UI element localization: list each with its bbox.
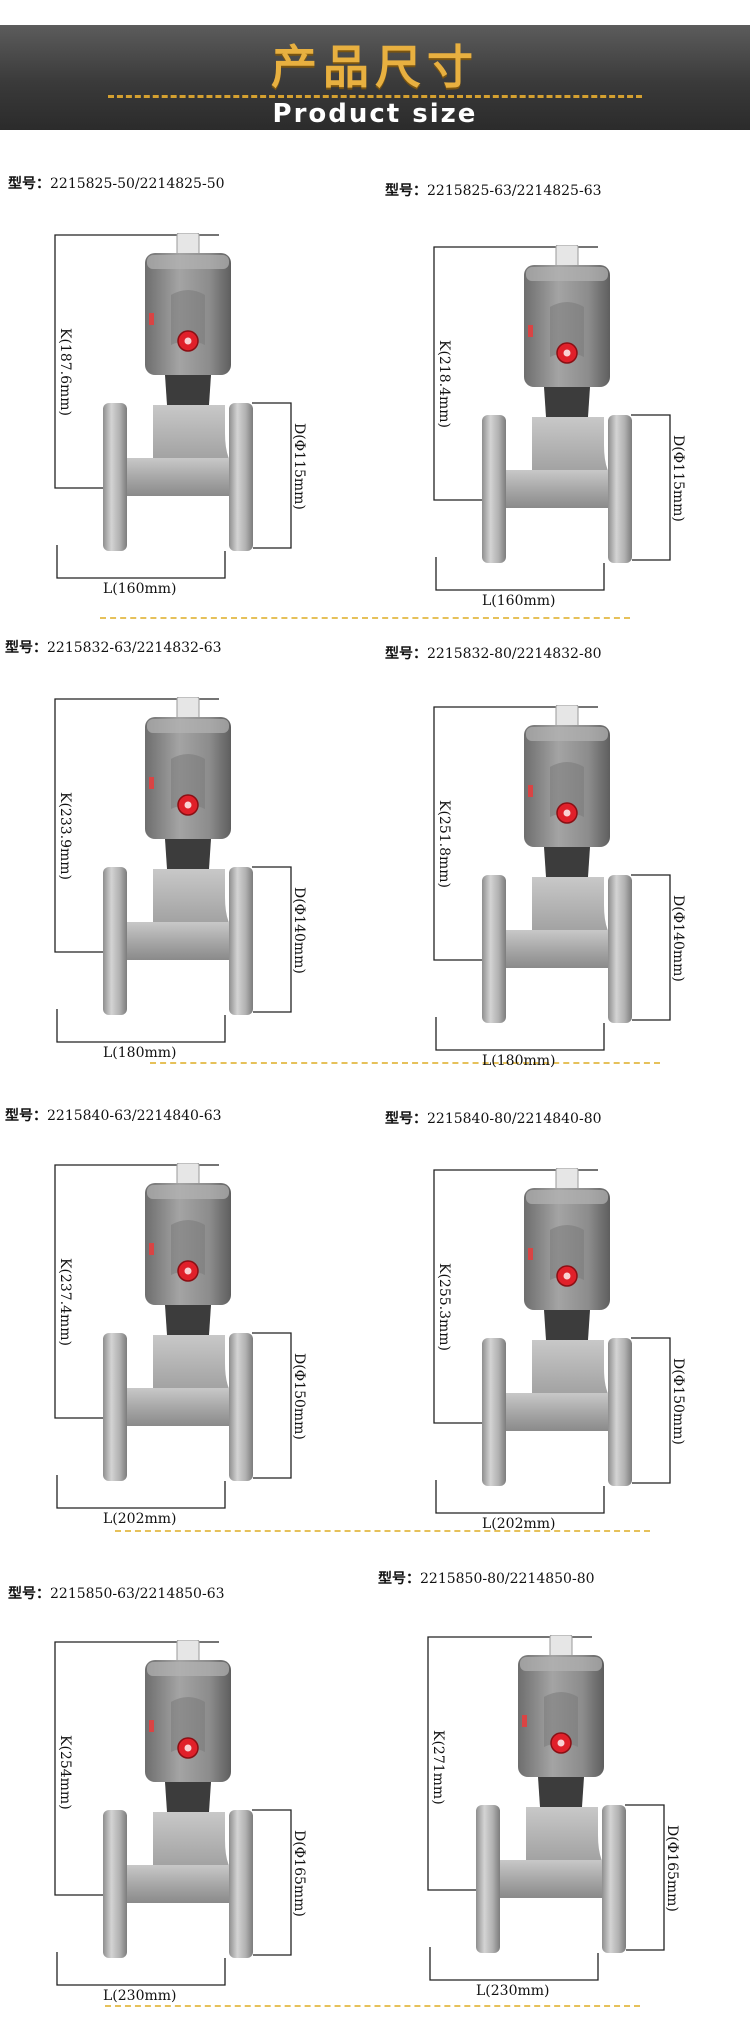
pipe [498,1860,622,1898]
right-flange [608,1338,632,1486]
valve-diagram: K(251.8mm) D(Φ140mm) L(180mm) [433,704,686,1069]
valve-8: K(271mm) D(Φ165mm) L(230mm) [426,1634,696,2019]
valve-6: K(255.3mm) D(Φ150mm) L(202mm) [432,1167,702,1552]
model-label-1: 型号：2215825-50/2214825-50 [8,176,225,192]
dim-l-label: L(230mm) [103,1988,177,2004]
model-label-3: 型号：2215832-63/2214832-63 [5,640,222,656]
valve-diagram: K(233.9mm) D(Φ140mm) L(180mm) [54,696,307,1061]
dim-l-label: L(160mm) [482,593,556,609]
right-flange [229,1810,253,1958]
dim-k-label: K(251.8mm) [436,800,452,888]
valve-diagram: K(271mm) D(Φ165mm) L(230mm) [427,1634,680,1999]
neck-nut [165,1305,211,1335]
valve-4: K(251.8mm) D(Φ140mm) L(180mm) [432,704,702,1089]
neck-nut [538,1777,584,1807]
stem-cap [176,1162,200,1186]
header-banner: 产品尺寸 Product size [0,25,750,130]
pipe [125,1388,249,1426]
stem-cap [555,244,579,268]
model-label-7: 型号：2215850-63/2214850-63 [8,1586,225,1602]
neck-nut [544,847,590,877]
model-label-8: 型号：2215850-80/2214850-80 [378,1571,595,1587]
model-label-6: 型号：2215840-80/2214840-80 [385,1111,602,1127]
pipe [504,1393,628,1431]
title-cn: 产品尺寸 [271,40,479,94]
left-flange [103,1810,127,1958]
dim-d-label: D(Φ150mm) [670,1358,686,1445]
title-rule [108,95,642,98]
stem-cap [176,232,200,256]
title-en: Product size [272,99,478,129]
neck-nut [165,1782,211,1812]
model-label-5: 型号：2215840-63/2214840-63 [5,1108,222,1124]
right-flange [229,867,253,1015]
valve-diagram: K(218.4mm) D(Φ115mm) L(160mm) [433,244,686,609]
pipe [125,1865,249,1903]
dim-d-label: D(Φ140mm) [291,887,307,974]
pipe [125,458,249,496]
left-flange [476,1805,500,1953]
dim-l-label: L(202mm) [482,1516,556,1532]
dim-k-label: K(254mm) [57,1735,73,1810]
valve-diagram: K(187.6mm) D(Φ115mm) L(160mm) [54,232,307,597]
dim-l-label: L(160mm) [103,581,177,597]
dim-d-label: D(Φ165mm) [291,1830,307,1917]
valve-diagram: K(237.4mm) D(Φ150mm) L(202mm) [54,1162,307,1527]
stem-cap [549,1634,573,1658]
dim-k-label: K(218.4mm) [436,340,452,428]
dim-l-label: L(230mm) [476,1983,550,1999]
model-label-2: 型号：2215825-63/2214825-63 [385,183,602,199]
neck-nut [544,387,590,417]
valve-5: K(237.4mm) D(Φ150mm) L(202mm) [53,1162,323,1547]
dim-k-label: K(271mm) [430,1730,446,1805]
neck-nut [165,839,211,869]
dim-k-label: K(233.9mm) [57,792,73,880]
model-label-4: 型号：2215832-80/2214832-80 [385,646,602,662]
divider-2 [150,1062,660,1064]
dim-l-label: L(202mm) [103,1511,177,1527]
valve-2: K(218.4mm) D(Φ115mm) L(160mm) [432,244,702,629]
neck-nut [544,1310,590,1340]
dim-k-label: K(255.3mm) [436,1263,452,1351]
left-flange [482,415,506,563]
pipe [504,470,628,508]
dim-d-label: D(Φ115mm) [670,435,686,522]
dim-k-label: K(187.6mm) [57,328,73,416]
left-flange [103,867,127,1015]
valve-diagram: K(254mm) D(Φ165mm) L(230mm) [54,1639,307,2004]
valve-diagram: K(255.3mm) D(Φ150mm) L(202mm) [433,1167,686,1532]
left-flange [103,403,127,551]
valve-1: K(187.6mm) D(Φ115mm) L(160mm) [53,232,323,617]
valve-7: K(254mm) D(Φ165mm) L(230mm) [53,1639,323,2024]
dim-l-label: L(180mm) [103,1045,177,1061]
dim-d-label: D(Φ115mm) [291,423,307,510]
neck-nut [165,375,211,405]
valve-3: K(233.9mm) D(Φ140mm) L(180mm) [53,696,323,1081]
stem-cap [176,1639,200,1663]
stem-cap [555,704,579,728]
left-flange [482,1338,506,1486]
divider-4 [105,2005,640,2007]
dim-d-label: D(Φ140mm) [670,895,686,982]
left-flange [482,875,506,1023]
dim-d-label: D(Φ165mm) [664,1825,680,1912]
stem-cap [176,696,200,720]
dim-d-label: D(Φ150mm) [291,1353,307,1440]
dim-k-label: K(237.4mm) [57,1258,73,1346]
right-flange [602,1805,626,1953]
right-flange [229,1333,253,1481]
divider-1 [100,617,630,619]
right-flange [608,415,632,563]
pipe [125,922,249,960]
dim-l-label: L(180mm) [482,1053,556,1069]
right-flange [229,403,253,551]
right-flange [608,875,632,1023]
left-flange [103,1333,127,1481]
stem-cap [555,1167,579,1191]
divider-3 [115,1530,650,1532]
pipe [504,930,628,968]
